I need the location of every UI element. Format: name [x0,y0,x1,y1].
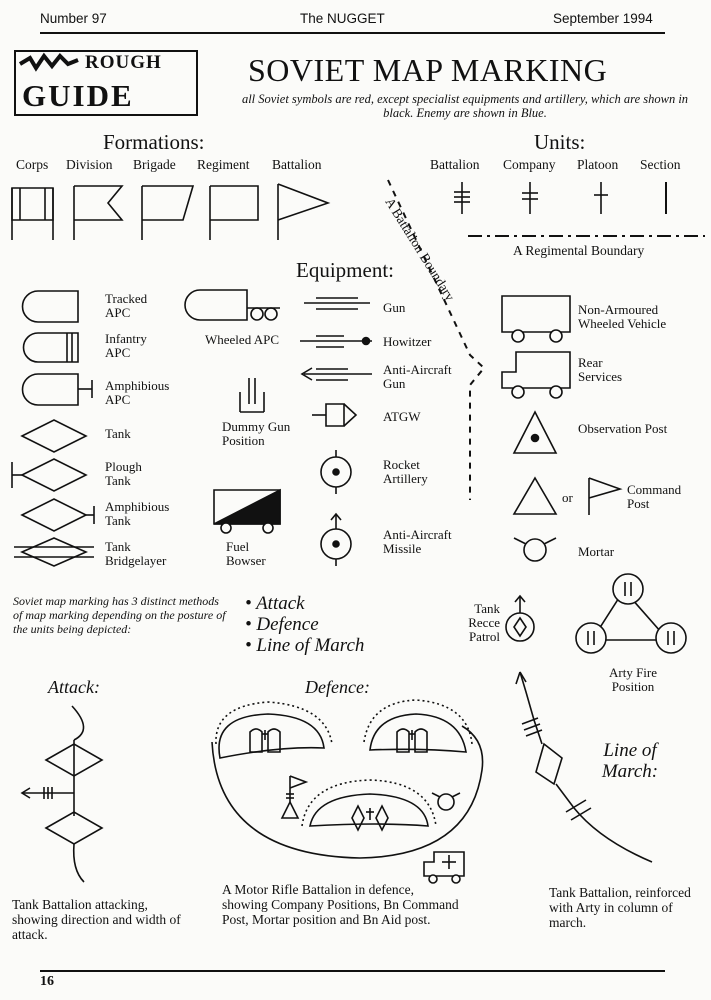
tank-bridgelayer-icon [14,538,94,566]
plough-tank-icon [12,459,86,491]
atgw-icon [312,404,356,426]
amphibious-tank-icon [22,499,94,531]
line-of-march-heading: Line of March: [601,740,659,782]
method-attack: Attack [256,593,305,614]
logo-rough: ROUGH [85,52,162,73]
corps-symbol-icon [12,188,53,240]
wheeled-apc-label: Wheeled APC [205,332,280,347]
command-post-flag-icon [589,478,620,515]
tank-recce-label: Tank Recce Patrol [468,601,500,644]
command-post-triangle-icon [514,478,556,514]
publication-name: The NUGGET [300,11,385,26]
tracked-apc-label: Tracked APC [105,291,148,320]
or-label: or [562,490,573,505]
defence-caption: A Motor Rifle Battalion in defence, show… [222,882,459,927]
tank-bridgelayer-label: Tank Bridgelayer [105,539,167,568]
unit-battalion-icon [454,182,470,214]
method-bullet-attack: • Attack [245,593,305,614]
method-bullet-line-of-march: • Line of March [245,635,365,656]
gun-icon [304,298,370,309]
tank-label: Tank [105,426,131,441]
units-heading: Units: [534,130,586,154]
unit-label-platoon: Platoon [577,157,619,172]
logo-guide: GUIDE [22,78,134,113]
formations-heading: Formations: [103,130,205,154]
attack-heading: Attack: [48,677,100,697]
page-title: SOVIET MAP MARKING [248,52,608,88]
plough-tank-label: Plough Tank [105,459,142,488]
page-subtitle: all Soviet symbols are red, except speci… [241,92,689,120]
infantry-apc-label: Infantry APC [105,331,147,360]
fuel-bowser-icon [214,490,280,533]
rough-guide-logo [14,50,198,116]
issue-number: Number 97 [40,11,107,26]
amphibious-tank-label: Amphibious Tank [105,499,170,528]
dummy-gun-label: Dummy Gun Position [222,419,291,448]
rocket-artillery-label: Rocket Artillery [383,457,428,486]
footer-rule [40,970,665,972]
atgw-label: ATGW [383,409,421,424]
method-line-of-march: Line of March [256,635,365,656]
division-symbol-icon [74,186,122,240]
wheeled-apc-icon [185,290,280,320]
fuel-bowser-label: Fuel Bowser [226,539,266,568]
tank-icon [22,420,86,452]
page-number: 16 [40,974,54,989]
defence-heading: Defence: [305,677,370,697]
regimental-boundary-label: A Regimental Boundary [513,243,645,258]
formation-label-division: Division [66,157,113,172]
dummy-gun-icon [240,378,264,412]
unit-label-company: Company [503,157,556,172]
regiment-symbol-icon [210,186,258,240]
non-armoured-label: Non-Armoured Wheeled Vehicle [578,302,667,331]
unit-label-section: Section [640,157,681,172]
observation-post-icon [514,412,556,453]
howitzer-icon [300,336,372,347]
issue-date: September 1994 [553,11,653,26]
method-bullet-defence: • Defence [245,614,319,635]
defence-diagram [212,700,483,883]
aa-gun-icon [302,368,372,380]
method-defence: Defence [256,614,319,635]
tank-recce-icon [506,596,534,641]
formation-label-battalion: Battalion [272,157,322,172]
unit-company-icon [522,182,538,214]
header-rule [40,32,665,34]
arty-fire-label: Arty Fire Position [608,665,658,694]
methods-intro: Soviet map marking has 3 distinct method… [13,594,226,636]
formation-label-regiment: Regiment [197,157,250,172]
equipment-heading: Equipment: [296,258,394,282]
infantry-apc-icon [24,333,79,362]
line-of-march-diagram [516,672,652,862]
amphibious-apc-label: Amphibious APC [105,378,170,407]
amphibious-apc-icon [23,374,93,405]
tracked-apc-icon [23,291,79,322]
rear-services-label: Rear Services [578,355,623,384]
observation-post-label: Observation Post [578,421,668,436]
gun-label: Gun [383,300,406,315]
aa-missile-label: Anti-Aircraft Missile [383,527,452,556]
battalion-flag-icon [278,184,328,240]
attack-diagram [22,706,102,882]
rear-services-icon [502,352,570,398]
formation-label-corps: Corps [16,157,49,172]
line-of-march-caption: Tank Battalion, reinforced with Arty in … [549,885,691,930]
rocket-artillery-icon [321,450,351,494]
aa-gun-label: Anti-Aircraft Gun [383,362,452,391]
unit-label-battalion: Battalion [430,157,480,172]
command-post-label: Command Post [627,482,682,511]
unit-platoon-icon [594,182,608,214]
howitzer-label: Howitzer [383,334,432,349]
battalion-boundary-line [388,180,484,500]
formation-label-brigade: Brigade [133,157,176,172]
logo-wave-icon [20,56,78,68]
mortar-icon [514,538,556,561]
attack-caption: Tank Battalion attacking, showing direct… [12,897,181,942]
aa-missile-icon [321,514,351,566]
mortar-label: Mortar [578,544,615,559]
arty-fire-position-icon [576,574,686,653]
non-armoured-vehicle-icon [502,296,570,342]
brigade-symbol-icon [142,186,193,240]
